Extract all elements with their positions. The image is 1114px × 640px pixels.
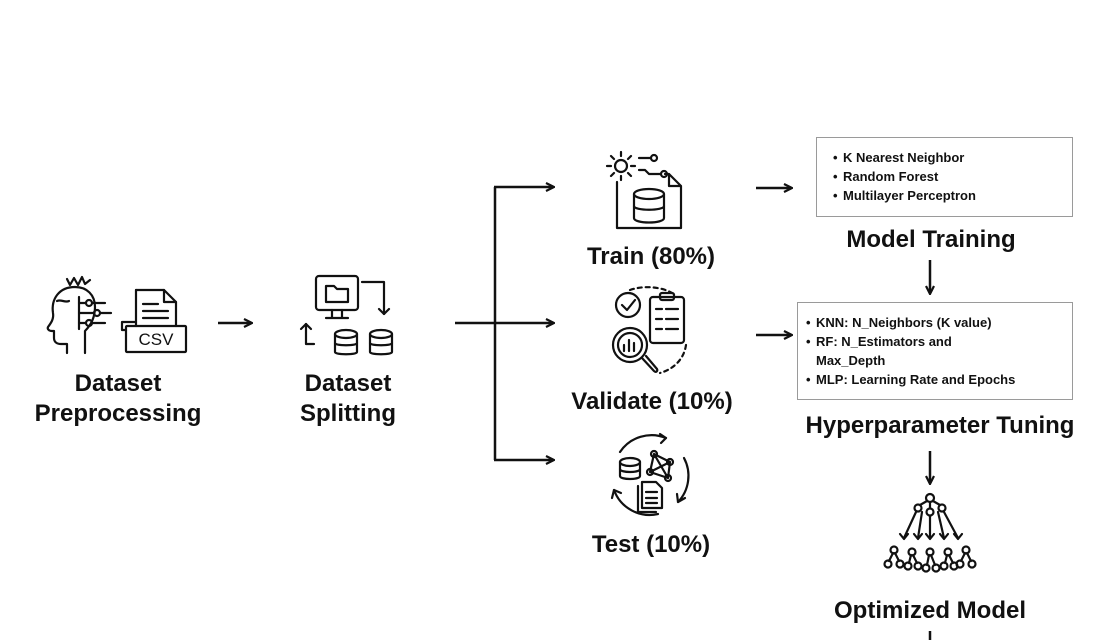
hyperparameter-tuning-title: Hyperparameter Tuning bbox=[805, 412, 1075, 439]
dataset-splitting-label: Dataset Splitting bbox=[270, 369, 426, 429]
validate-label: Validate (10%) bbox=[571, 388, 733, 415]
splitting-line2: Splitting bbox=[300, 400, 396, 427]
list-item: Multilayer Perceptron bbox=[833, 186, 1072, 205]
csv-label: CSV bbox=[138, 330, 174, 349]
model-training-title: Model Training bbox=[846, 226, 1016, 253]
csv-file-icon bbox=[120, 288, 188, 354]
test-label: Test (10%) bbox=[591, 531, 711, 558]
list-item: Random Forest bbox=[833, 167, 1072, 186]
hyperparameter-tuning-box: KNN: N_Neighbors (K value) RF: N_Estimat… bbox=[797, 302, 1073, 400]
model-training-list: K Nearest Neighbor Random Forest Multila… bbox=[817, 138, 1072, 205]
preprocessing-line2: Preprocessing bbox=[34, 400, 202, 427]
list-item: K Nearest Neighbor bbox=[833, 148, 1072, 167]
list-item: MLP: Learning Rate and Epochs bbox=[806, 370, 1072, 389]
model-training-box: K Nearest Neighbor Random Forest Multila… bbox=[816, 137, 1073, 217]
database-network-cycle-icon bbox=[610, 432, 690, 516]
preprocessing-line1: Dataset bbox=[74, 370, 162, 397]
dataset-preprocessing-label: Dataset Preprocessing bbox=[20, 369, 216, 429]
splitting-line1: Dataset bbox=[304, 370, 392, 397]
gear-database-file-icon bbox=[605, 150, 683, 230]
optimized-model-title: Optimized Model bbox=[834, 597, 1026, 624]
computer-database-split-icon bbox=[299, 274, 394, 356]
list-item: RF: N_Estimators and bbox=[806, 332, 1072, 351]
train-label: Train (80%) bbox=[586, 243, 716, 270]
decision-tree-icon bbox=[883, 492, 977, 573]
hyperparameter-list: KNN: N_Neighbors (K value) RF: N_Estimat… bbox=[798, 303, 1072, 389]
list-item: KNN: N_Neighbors (K value) bbox=[806, 313, 1072, 332]
checklist-analysis-icon bbox=[611, 286, 688, 375]
brain-head-icon bbox=[46, 275, 113, 355]
list-item: Max_Depth bbox=[816, 353, 886, 368]
